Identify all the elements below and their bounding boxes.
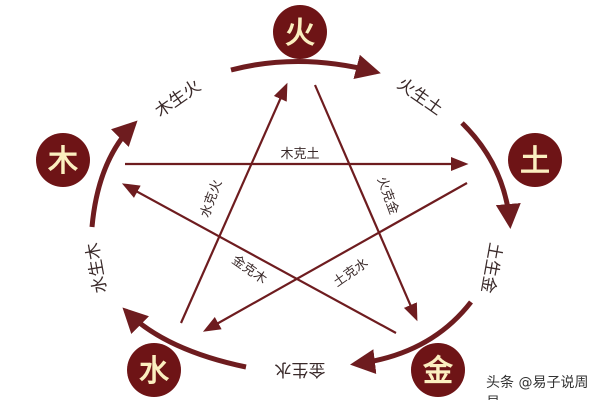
arrow-wood-generates-fire: [89, 120, 138, 228]
arrow-metal-generates-water: [122, 307, 247, 370]
label-metal-wood: 金克木: [229, 252, 270, 287]
arrow-fire-generates-earth-top: [230, 54, 381, 80]
element-wood: 木: [36, 133, 90, 187]
element-wood-label: 木: [47, 144, 78, 179]
label-fire-earth: 火生土: [393, 74, 446, 120]
arrow-fire-controls-metal: [313, 84, 418, 322]
element-earth: 土: [508, 133, 562, 187]
element-fire: 火: [273, 5, 327, 59]
element-earth-label: 土: [520, 144, 550, 179]
label-metal-water: 金生水: [275, 359, 326, 379]
arrow-earth-controls-water: [202, 182, 468, 332]
arrow-earth-generates-metal: [350, 300, 473, 375]
label-wood-fire: 木生火: [152, 76, 205, 122]
element-water-label: 水: [139, 354, 170, 389]
label-wood-earth: 木克土: [280, 147, 319, 162]
label-earth-metal: 土生金: [477, 241, 506, 295]
arrow-metal-controls-wood: [121, 183, 397, 334]
watermark: 头条 @易子说周易: [486, 375, 589, 400]
arrow-to-earth: [460, 121, 521, 229]
element-metal-label: 金: [422, 354, 454, 389]
arrow-water-controls-fire: [179, 82, 288, 324]
element-metal: 金: [411, 343, 465, 397]
label-water-fire: 水克火: [198, 178, 225, 220]
element-water: 水: [127, 343, 181, 397]
label-water-wood: 水生木: [83, 241, 112, 295]
label-earth-water: 土克水: [331, 256, 372, 291]
label-fire-metal: 火克金: [374, 175, 402, 217]
element-fire-label: 火: [285, 16, 315, 51]
